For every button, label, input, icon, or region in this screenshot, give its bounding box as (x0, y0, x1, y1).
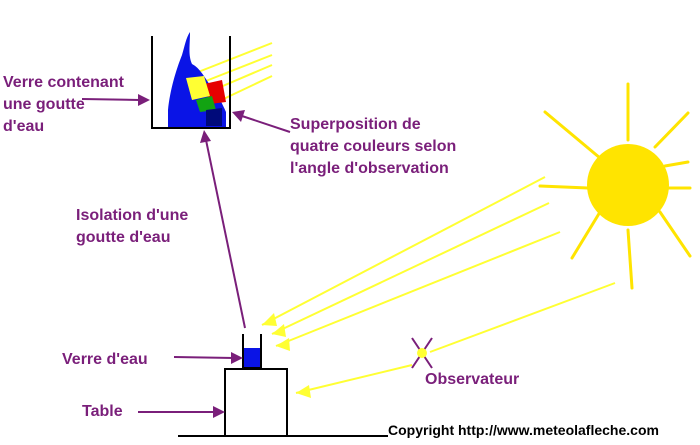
magnified-glass-outline (151, 36, 231, 129)
label-arrowheads (138, 94, 245, 418)
copyright-text: Copyright http://www.meteolafleche.com (388, 422, 659, 438)
label-observateur: Observateur (425, 371, 520, 388)
color-yellow (186, 76, 210, 100)
sun (538, 82, 692, 290)
ray-arrowheads (262, 313, 311, 398)
light-rays (187, 42, 616, 394)
table (178, 368, 388, 437)
sun-disc (587, 144, 669, 226)
observer-point (417, 348, 427, 358)
sun-rays (538, 82, 692, 290)
label-verre-contenant: Verre contenant une goutte d'eau (3, 74, 124, 135)
table-box (224, 368, 288, 437)
color-blue-dark (206, 108, 222, 126)
water-glass (242, 334, 262, 369)
label-isolation: Isolation d'une goutte d'eau (76, 207, 189, 246)
label-superposition: Superposition de quatre couleurs selon l… (290, 116, 457, 177)
label-verre-eau: Verre d'eau (62, 351, 148, 368)
label-arrows (81, 98, 291, 413)
magnified-glass (151, 32, 231, 129)
color-green (196, 96, 216, 112)
water-glass-water (244, 348, 260, 368)
label-table: Table (82, 403, 123, 420)
